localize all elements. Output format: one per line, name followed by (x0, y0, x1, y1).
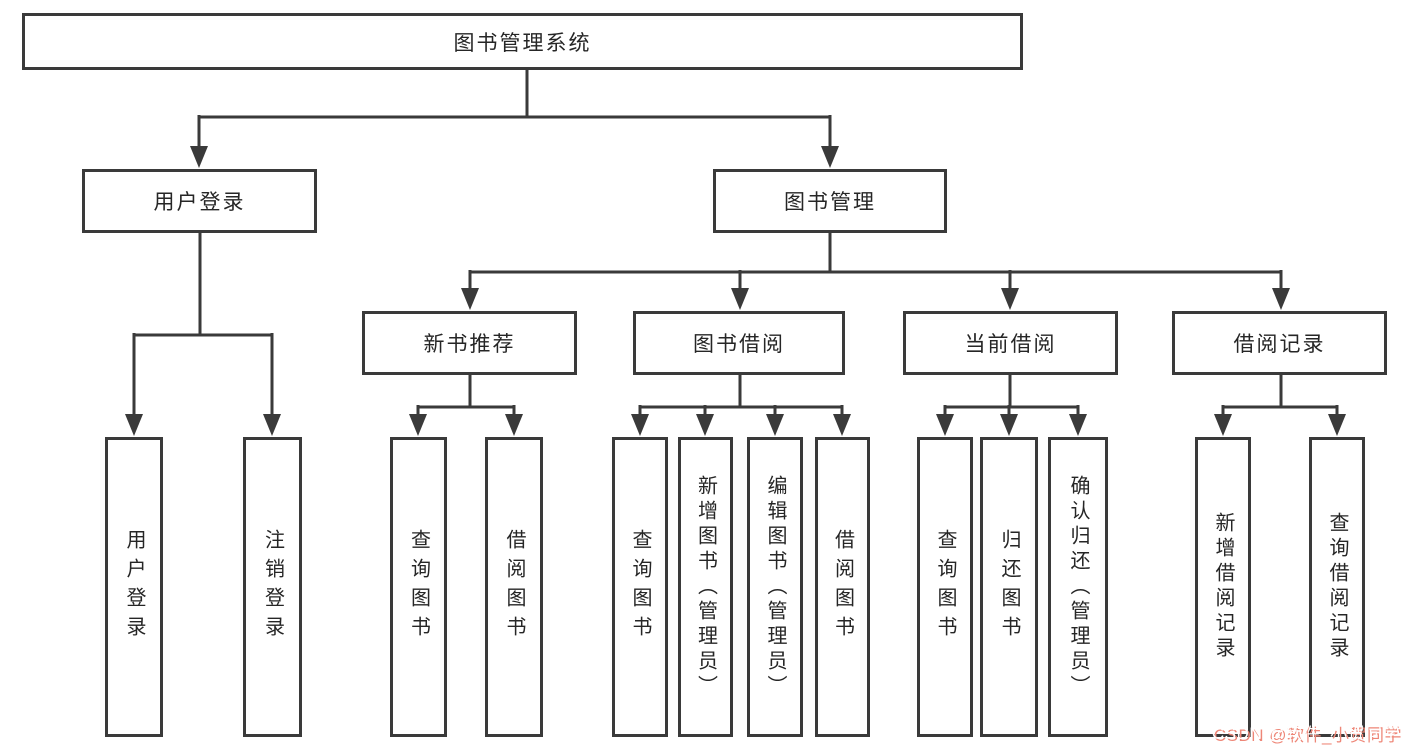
node-book-borrow: 图书借阅 (633, 311, 845, 375)
leaf-borrow-books-label: 借阅图书 (831, 529, 854, 645)
leaf-confirm-return-admin: 确认归还（管理员） (1048, 437, 1108, 737)
leaf-query-books-recommend: 查询图书 (390, 437, 447, 737)
leaf-query-borrow-record-label: 查询借阅记录 (1326, 512, 1348, 662)
leaf-logout-label: 注销登录 (261, 529, 284, 645)
leaf-borrow-books: 借阅图书 (815, 437, 870, 737)
leaf-borrow-books-recommend-label: 借阅图书 (503, 529, 525, 645)
leaf-query-books-borrow: 查询图书 (612, 437, 668, 737)
node-current-borrow: 当前借阅 (903, 311, 1118, 375)
leaf-query-books-borrow-label: 查询图书 (629, 529, 651, 645)
csdn-watermark: CSDN @软件_小贺同学 (1211, 724, 1400, 743)
node-user-login: 用户登录 (82, 169, 317, 233)
leaf-edit-books-admin: 编辑图书（管理员） (747, 437, 803, 737)
node-new-book-recommend: 新书推荐 (362, 311, 577, 375)
leaf-add-borrow-record-label: 新增借阅记录 (1212, 512, 1234, 662)
leaf-query-books-current-label: 查询图书 (934, 529, 956, 645)
leaf-query-books-recommend-label: 查询图书 (407, 529, 430, 645)
node-user-login-label: 用户登录 (153, 191, 246, 214)
node-current-borrow-label: 当前借阅 (964, 333, 1057, 356)
node-borrow-record: 借阅记录 (1172, 311, 1387, 375)
leaf-add-borrow-record: 新增借阅记录 (1195, 437, 1251, 737)
leaf-edit-books-admin-label: 编辑图书（管理员） (764, 474, 786, 700)
leaf-borrow-books-recommend: 借阅图书 (485, 437, 543, 737)
leaf-return-books-label: 归还图书 (998, 529, 1020, 645)
node-book-management: 图书管理 (713, 169, 947, 233)
node-root-label: 图书管理系统 (453, 31, 592, 55)
leaf-user-login: 用户登录 (105, 437, 163, 737)
leaf-query-borrow-record: 查询借阅记录 (1309, 437, 1365, 737)
leaf-logout: 注销登录 (243, 437, 302, 737)
leaf-return-books: 归还图书 (980, 437, 1038, 737)
node-book-borrow-label: 图书借阅 (693, 333, 785, 356)
node-book-management-label: 图书管理 (784, 191, 876, 214)
node-root: 图书管理系统 (22, 13, 1023, 70)
node-borrow-record-label: 借阅记录 (1233, 333, 1326, 356)
node-new-book-recommend-label: 新书推荐 (423, 333, 516, 356)
leaf-query-books-current: 查询图书 (917, 437, 973, 737)
leaf-add-books-admin: 新增图书（管理员） (678, 437, 733, 737)
leaf-confirm-return-admin-label: 确认归还（管理员） (1067, 474, 1089, 700)
leaf-add-books-admin-label: 新增图书（管理员） (694, 474, 717, 700)
leaf-user-login-label: 用户登录 (123, 529, 145, 645)
